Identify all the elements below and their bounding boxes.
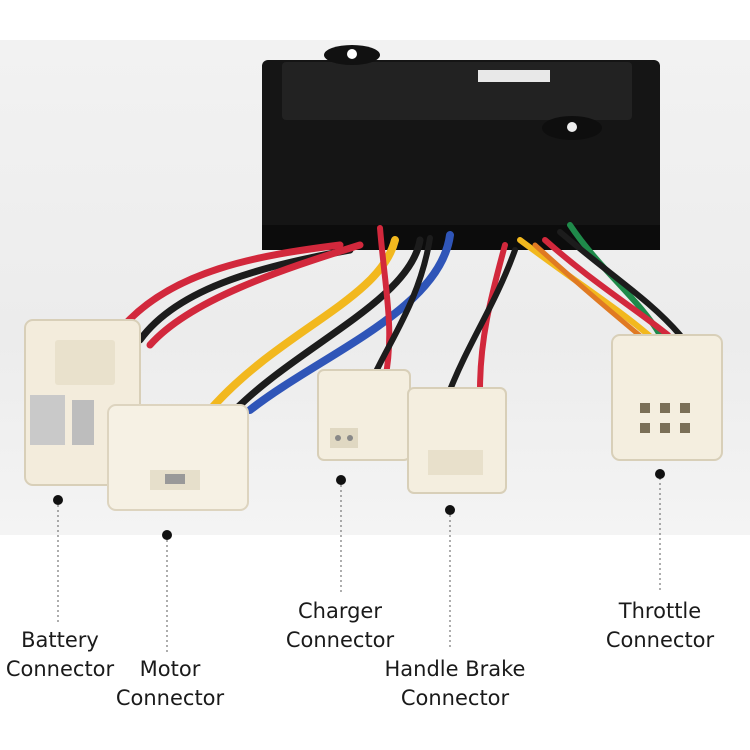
handle-brake-connector-label: Handle Brake Connector [376, 655, 534, 713]
handle-brake-label-line2: Connector [400, 686, 510, 710]
throttle-connector-label: Throttle Connector [598, 597, 722, 655]
throttle-marker-dot [655, 469, 665, 479]
charger-connector-plug [317, 369, 411, 461]
wire-bundle [116, 222, 683, 414]
throttle-label-line1: Throttle [618, 599, 702, 623]
battery-connector-plug [24, 319, 141, 486]
throttle-label-line2: Connector [605, 628, 715, 652]
motor-connector-label: Motor Connector [108, 655, 232, 713]
charger-connector-label: Charger Connector [278, 597, 402, 655]
product-sticker [478, 70, 550, 82]
battery-label-line2: Connector [5, 657, 115, 681]
charger-label-line1: Charger [298, 599, 382, 623]
handle-brake-label-line1: Handle Brake [384, 657, 526, 681]
motor-connector-plug [107, 404, 249, 511]
leader-lines [57, 478, 661, 652]
charger-marker-dot [336, 475, 346, 485]
motor-controller-box [262, 45, 660, 250]
battery-marker-dot [53, 495, 63, 505]
motor-label-line1: Motor [139, 657, 201, 681]
handle-brake-connector-plug [407, 387, 507, 494]
motor-label-line2: Connector [115, 686, 225, 710]
battery-connector-label: Battery Connector [0, 626, 120, 684]
throttle-connector-plug [611, 334, 723, 461]
battery-label-line1: Battery [21, 628, 99, 652]
handle-brake-marker-dot [445, 505, 455, 515]
charger-label-line2: Connector [285, 628, 395, 652]
motor-marker-dot [162, 530, 172, 540]
